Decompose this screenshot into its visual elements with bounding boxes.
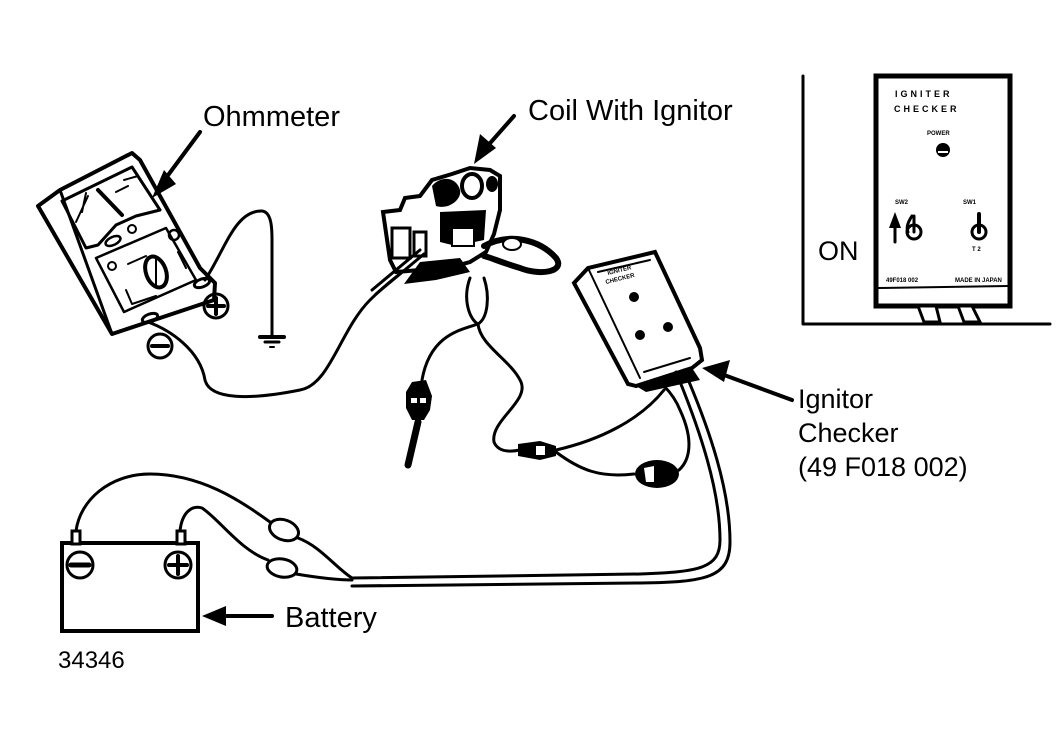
ignitor-checker-arrow	[702, 360, 794, 402]
ignitor-checker-device: IGNITER CHECKER	[571, 249, 705, 392]
coil-with-ignitor	[370, 165, 562, 296]
power-cable-outer	[350, 370, 722, 580]
inset-footer-left: 49F018 002	[886, 278, 919, 284]
inset-power-label: POWER	[927, 131, 950, 137]
ohmmeter-label: Ohmmeter	[203, 101, 340, 133]
battery-negative-lead	[74, 472, 272, 533]
checker-title-text: IGNITER	[607, 265, 633, 277]
minus-terminal-icon	[146, 332, 174, 360]
battery-arrow	[202, 606, 274, 626]
checker-main-connector	[635, 384, 691, 488]
inset-title-line2: CHECKER	[894, 104, 960, 114]
checker-lead-wire-1	[554, 388, 666, 452]
inset-cable-grommets	[915, 304, 983, 324]
ignitor-checker-label-line2: Checker	[798, 418, 899, 448]
battery-positive-terminal-icon	[163, 550, 193, 580]
coil-harness-left-wire	[420, 322, 480, 382]
inset-sw2-label: SW2	[895, 200, 909, 206]
coil-label: Coil With Ignitor	[528, 95, 733, 127]
checker-power-lamp	[629, 292, 639, 302]
ground-lead-wire	[203, 209, 274, 338]
inset-title-line1: IGNITER	[895, 89, 953, 99]
battery-clip-positive	[265, 557, 354, 582]
checker-sw2-switch[interactable]	[635, 330, 645, 340]
inset-footer-right: MADE IN JAPAN	[955, 278, 1002, 284]
coil-harness-right-wire	[476, 322, 524, 453]
inset-sw2-toggle[interactable]	[905, 214, 923, 241]
ignitor-checker-label-line1: Ignitor	[798, 384, 873, 414]
battery-label: Battery	[285, 602, 377, 634]
ground-icon	[258, 335, 286, 348]
battery-positive-lead	[178, 505, 270, 562]
plus-terminal-icon	[202, 292, 230, 320]
battery-negative-terminal-icon	[65, 550, 95, 580]
inset-power-lamp-icon	[936, 143, 950, 157]
checker-lead-connector	[518, 441, 556, 460]
battery-clip-negative	[267, 517, 354, 580]
battery	[60, 529, 200, 633]
ohmmeter-device	[36, 151, 217, 336]
checker-lead-wire-2	[554, 450, 636, 477]
ohmmeter-arrow	[152, 130, 202, 198]
coil-harness-loop	[465, 276, 489, 326]
inset-sw1-positions: T 2	[972, 247, 981, 253]
coil-arrow	[474, 114, 516, 164]
harness-connector	[404, 380, 432, 469]
inset-sw1-toggle[interactable]	[970, 212, 988, 241]
checker-sw1-switch[interactable]	[663, 322, 673, 332]
inset-panel: ON IGNITER CHECKER POWER SW2 SW1	[801, 73, 1052, 326]
inset-sw2-up-arrow-icon	[889, 212, 901, 244]
inset-sw1-label: SW1	[963, 200, 977, 206]
inset-checker-device: IGNITER CHECKER POWER SW2 SW1 T 2	[873, 73, 1013, 309]
power-cable-inner	[350, 368, 732, 588]
ignitor-checker-part-number: (49 F018 002)	[798, 452, 968, 482]
inset-on-label: ON	[818, 236, 859, 266]
figure-number: 34346	[58, 647, 125, 674]
